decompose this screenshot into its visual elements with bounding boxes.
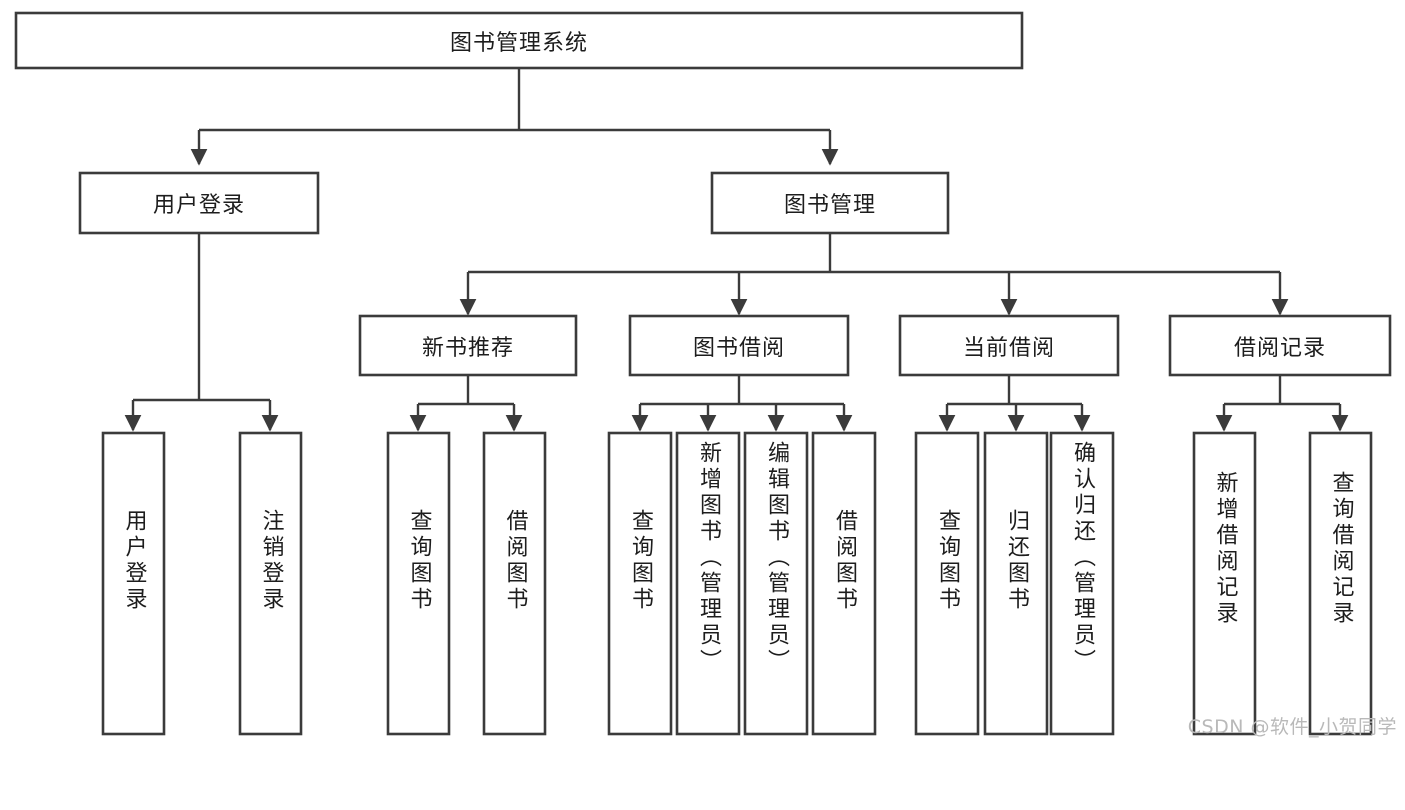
connector-currentborrow-to-leaves <box>938 375 1091 432</box>
flowchart-svg <box>14 11 1392 736</box>
node-leaf-user-logout[interactable] <box>238 431 303 736</box>
flowchart-canvas: 图书管理系统 用户登录 图书管理 新书推荐 图书借阅 当前借阅 借阅记录 用户登… <box>14 11 1397 738</box>
connector-borrowrecord-to-leaves <box>1215 375 1349 432</box>
connector-root-to-level1 <box>190 68 839 166</box>
node-new-book-recommend[interactable] <box>358 314 578 377</box>
node-borrow-record[interactable] <box>1168 314 1392 377</box>
node-leaf-confirm-return[interactable] <box>1049 431 1115 736</box>
node-book-borrow[interactable] <box>628 314 850 377</box>
node-leaf-borrow-book-2[interactable] <box>811 431 877 736</box>
node-leaf-query-book-2[interactable] <box>607 431 673 736</box>
node-leaf-query-record[interactable] <box>1308 431 1373 736</box>
node-leaf-borrow-book-1[interactable] <box>482 431 547 736</box>
node-current-borrow[interactable] <box>898 314 1120 377</box>
connector-userlogin-to-leaves <box>124 233 279 432</box>
node-leaf-query-book-1[interactable] <box>386 431 451 736</box>
connector-newbook-to-leaves <box>409 375 523 432</box>
node-leaf-user-login[interactable] <box>101 431 166 736</box>
node-leaf-add-record[interactable] <box>1192 431 1257 736</box>
node-leaf-add-book[interactable] <box>675 431 741 736</box>
node-leaf-edit-book[interactable] <box>743 431 809 736</box>
node-root[interactable] <box>14 11 1024 70</box>
connector-bookmanage-to-level2 <box>459 233 1289 316</box>
node-leaf-return-book[interactable] <box>983 431 1049 736</box>
node-book-manage[interactable] <box>710 171 950 235</box>
watermark-text: CSDN @软件_小贺同学 <box>1187 716 1397 738</box>
node-leaf-query-book-3[interactable] <box>914 431 980 736</box>
node-user-login[interactable] <box>78 171 320 235</box>
connector-bookborrow-to-leaves <box>631 375 853 432</box>
